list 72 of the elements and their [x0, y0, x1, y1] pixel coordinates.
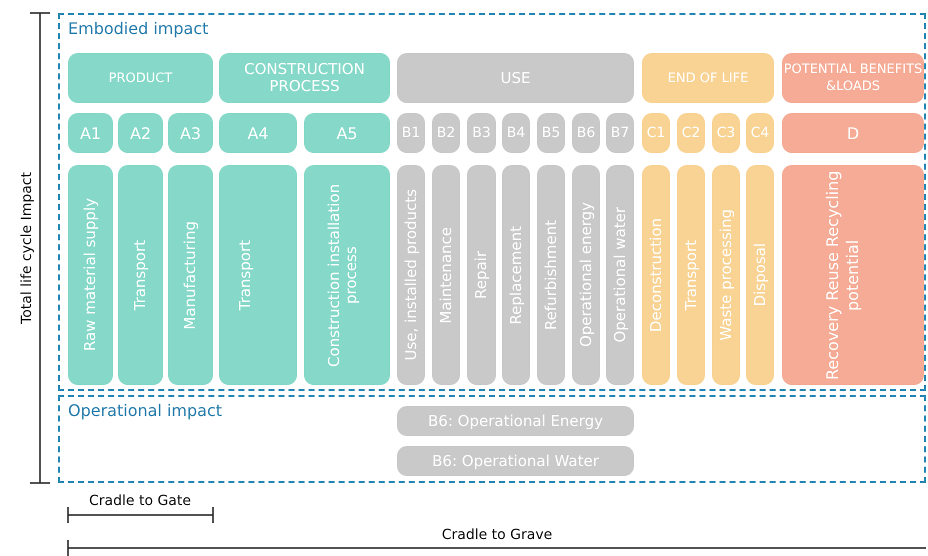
stage-name: Transport — [682, 240, 700, 310]
module-code-tab — [219, 113, 297, 153]
module-code-tab — [168, 113, 213, 153]
phase-header — [782, 53, 924, 103]
module-code: A4 — [247, 124, 269, 142]
stage-name: Transport — [237, 240, 255, 310]
module-code: A3 — [180, 124, 202, 142]
module-column — [606, 165, 634, 385]
stage-name: Deconstruction — [648, 218, 664, 332]
phase-header — [642, 53, 774, 103]
module-column — [219, 165, 297, 385]
module-column — [432, 165, 460, 385]
stage-title: PRODUCT — [108, 70, 172, 86]
module-code: D — [846, 124, 860, 142]
section-heading: Embodied impact — [68, 19, 208, 38]
module-code-tab — [606, 113, 634, 153]
module-column — [712, 165, 740, 385]
module-column — [537, 165, 565, 385]
stage-name: Raw material supply — [82, 198, 99, 352]
module-code: C3 — [716, 125, 736, 141]
module-code-tab — [68, 113, 113, 153]
stage-title: END OF LIFE — [668, 70, 748, 86]
module-code-tab — [677, 113, 705, 153]
stage-name: Recovery Reuse Recycling potential — [823, 169, 863, 382]
module-code-tab — [746, 113, 774, 153]
module-code-tab — [572, 113, 600, 153]
module-code: C2 — [682, 125, 700, 141]
section-heading: Operational impact — [68, 401, 222, 420]
stage-name: Construction installation process — [326, 182, 361, 369]
module-column — [467, 165, 496, 385]
module-code: A2 — [130, 124, 152, 142]
phase-header — [397, 53, 634, 103]
module-column — [168, 165, 213, 385]
stage-title: CONSTRUCTION PROCESS — [243, 61, 366, 95]
stage-name: Manufacturing — [182, 220, 199, 330]
module-code-tab — [642, 113, 670, 153]
dashed-frame — [58, 395, 926, 483]
module-column — [397, 165, 425, 385]
dashed-frame — [58, 13, 926, 391]
module-column — [677, 165, 705, 385]
module-code-tab — [537, 113, 565, 153]
operational-bar — [397, 446, 634, 476]
module-column — [68, 165, 113, 385]
module-code-tab — [304, 113, 390, 153]
module-code-tab — [467, 113, 496, 153]
phase-header — [219, 53, 390, 103]
module-code: C4 — [750, 125, 770, 141]
module-code: A1 — [80, 124, 102, 142]
module-column — [502, 165, 530, 385]
module-code-tab — [432, 113, 460, 153]
stage-name: Transport — [132, 240, 149, 310]
stage-name: Disposal — [752, 243, 768, 307]
module-column — [642, 165, 670, 385]
module-code-tab — [118, 113, 163, 153]
dimension-label: Cradle to Gate — [89, 493, 191, 509]
module-code-tab — [782, 113, 924, 153]
operational-bar — [397, 406, 634, 436]
module-column — [782, 165, 924, 385]
module-code: A5 — [336, 124, 358, 142]
module-column — [118, 165, 163, 385]
module-column — [746, 165, 774, 385]
module-code-tab — [502, 113, 530, 153]
dimension-label: Total life cycle Impact — [19, 172, 35, 324]
module-code: C1 — [646, 125, 666, 141]
module-code-tab — [712, 113, 740, 153]
module-column — [572, 165, 600, 385]
dimension-label: Cradle to Grave — [442, 527, 552, 543]
phase-header — [68, 53, 213, 103]
stage-title: POTENTIAL BENEFITS &LOADS — [782, 61, 924, 95]
stage-name: Waste processing — [718, 209, 734, 341]
module-column — [304, 165, 390, 385]
module-code-tab — [397, 113, 425, 153]
